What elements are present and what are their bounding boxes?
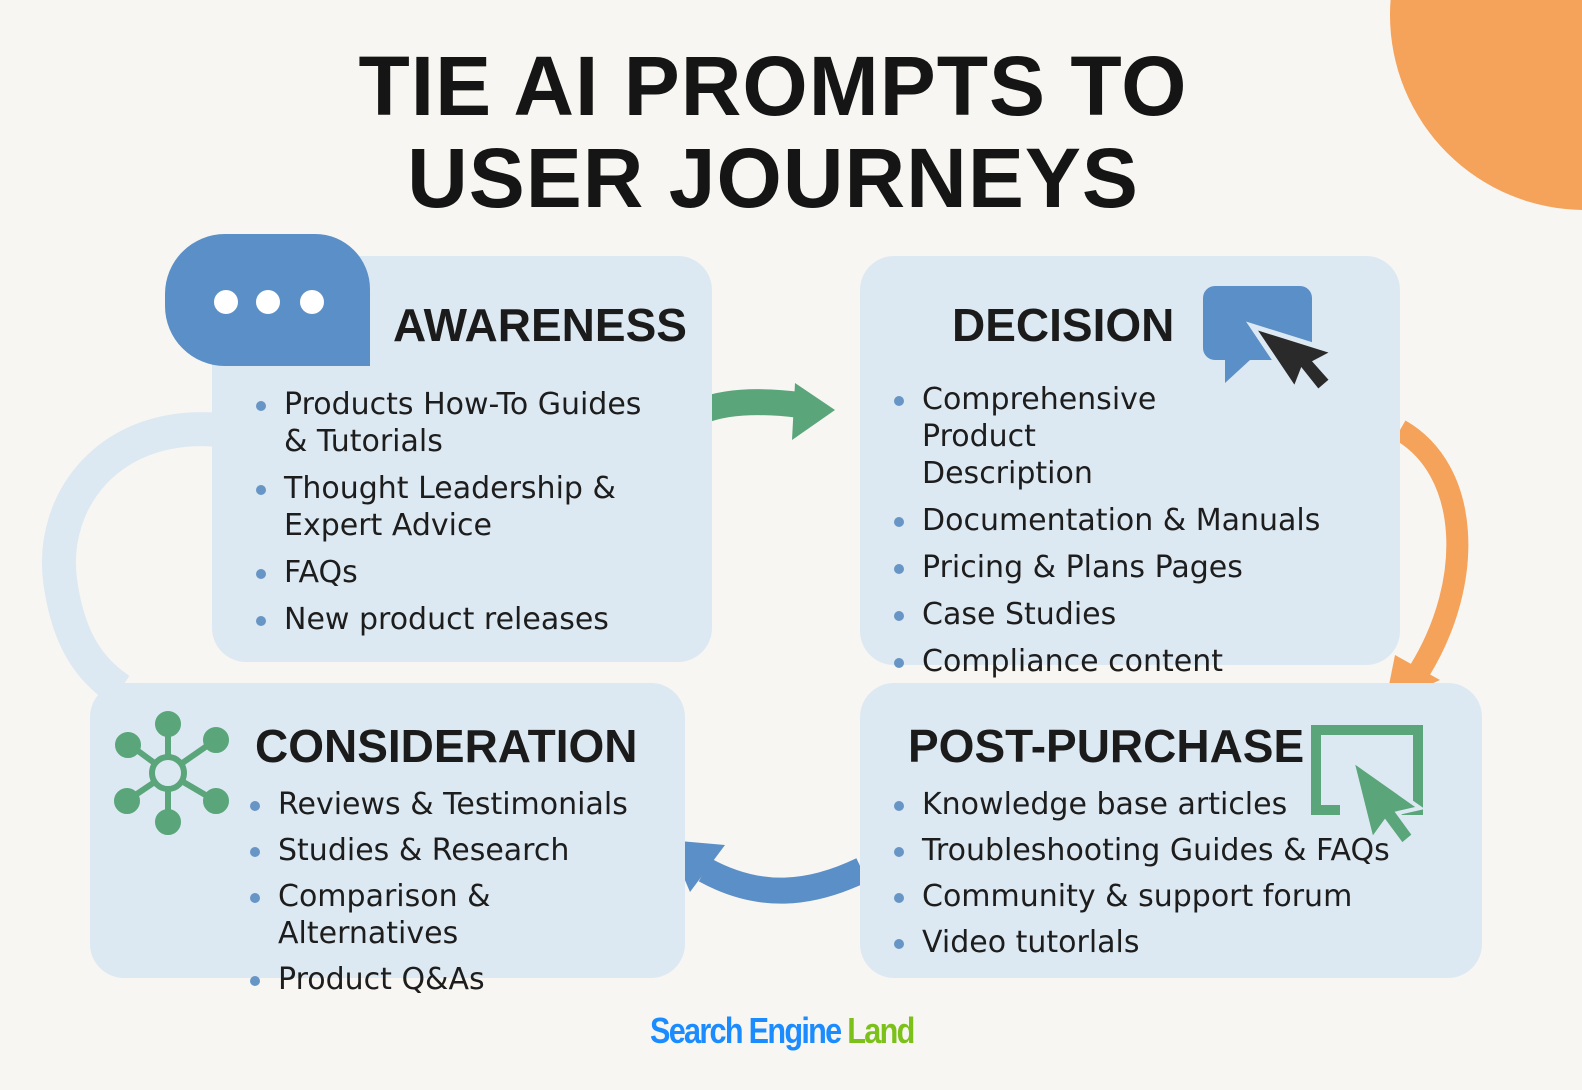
list-item: Compliance content [892, 643, 1372, 680]
post-purchase-list: Knowledge base articles Troubleshooting … [892, 786, 1452, 961]
arrow-consideration-to-awareness [41, 412, 222, 705]
decision-heading: DECISION [952, 299, 1175, 351]
logo-part-1: Search Engine [650, 1010, 842, 1051]
page-title: TIE AI PROMPTS TO USER JOURNEYS [0, 40, 1546, 224]
arrow-head [792, 383, 835, 440]
list-item: Studies & Research [248, 832, 678, 869]
awareness-heading: AWARENESS [393, 299, 687, 351]
list-item: Pricing & Plans Pages [892, 549, 1372, 586]
search-engine-land-logo: Search Engine Land [650, 1010, 915, 1052]
arrow-decision-to-postpurchase [1394, 420, 1469, 676]
list-item: Case Studies [892, 596, 1372, 633]
list-item: Knowledge base articles [892, 786, 1452, 823]
consideration-card [90, 683, 685, 978]
list-item: Troubleshooting Guides & FAQs [892, 832, 1452, 869]
orange-corner-circle [1390, 0, 1582, 210]
list-item: Thought Leadership & Expert Advice [254, 470, 674, 544]
list-item: Community & support forum [892, 878, 1452, 915]
title-line-1: TIE AI PROMPTS TO [358, 39, 1188, 133]
logo-part-2: Land [847, 1010, 915, 1051]
list-item: FAQs [254, 554, 674, 591]
list-item: Comparison & Alternatives [248, 878, 678, 952]
list-item: Video tutorlals [892, 924, 1452, 961]
title-line-2: USER JOURNEYS [407, 131, 1139, 225]
list-item: Products How-To Guides & Tutorials [254, 386, 674, 460]
list-item: Documentation & Manuals [892, 502, 1372, 539]
arrow-postpurchase-to-consideration [698, 858, 868, 904]
list-item: Reviews & Testimonials [248, 786, 678, 823]
post-purchase-heading: POST-PURCHASE [908, 720, 1305, 772]
list-item: New product releases [254, 601, 674, 638]
list-item: Comprehensive Product Description [892, 381, 1182, 492]
awareness-list: Products How-To Guides & Tutorials Thoug… [254, 386, 674, 648]
decision-list: Comprehensive Product Description Docume… [892, 381, 1372, 690]
consideration-heading: CONSIDERATION [255, 720, 638, 772]
list-item: Product Q&As [248, 961, 678, 998]
consideration-list: Reviews & Testimonials Studies & Researc… [248, 786, 678, 998]
